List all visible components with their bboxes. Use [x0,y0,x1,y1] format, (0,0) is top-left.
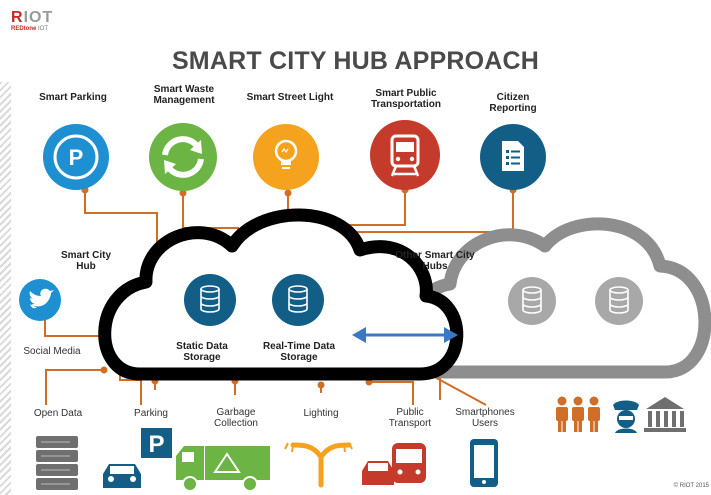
label-realtime-data-storage: Real-Time Data Storage [262,341,336,363]
label-citizen-reporting: Citizen Reporting [489,92,537,114]
label-smart-public-transportation: Smart Public Transportation [370,88,441,110]
vehicles-icon [362,443,426,485]
garbage-truck-icon [176,446,270,492]
copyright: © RIOT 2015 [673,483,709,489]
label-open-data: Open Data [33,408,83,419]
people-icon [556,396,600,432]
government-building-icon [644,397,686,432]
server-icon [36,436,78,490]
police-icon [613,400,639,433]
static-db-icon [184,274,236,326]
label-garbage-collection: Garbage Collection [214,407,258,429]
realtime-db-icon [272,274,324,326]
label-lighting: Lighting [303,408,339,419]
label-smart-waste: Smart Waste Management [153,84,215,106]
logo-main: RIOT [11,9,54,26]
double-arrow-icon [352,327,458,343]
riot-logo: RIOT REDtone IOT [11,10,53,33]
document-icon [480,124,546,190]
other-db-icon-2 [595,277,643,325]
label-smart-parking: Smart Parking [39,92,107,103]
light-bulb-icon [253,124,319,190]
decorative-stripe [0,82,11,495]
parking-car-icon: P [103,428,172,488]
label-smart-street-light: Smart Street Light [246,92,334,103]
parking-icon: P [43,124,109,190]
page-title: SMART CITY HUB APPROACH [171,47,540,75]
svg-text:P: P [148,431,164,458]
street-light-icon [284,442,353,488]
smartphone-icon [470,439,498,487]
label-parking: Parking [134,408,168,419]
logo-sub: REDtone IOT [11,26,48,32]
recycle-icon [149,123,217,191]
label-other-smart-city-hubs: Other Smart City Hubs [395,250,475,272]
label-public-transport: Public Transport [388,407,432,429]
label-social-media: Social Media [23,346,81,357]
svg-text:P: P [69,145,84,170]
other-db-icon-1 [508,277,556,325]
label-smart-city-hub: Smart City Hub [60,250,111,272]
label-smartphones-users: Smartphones Users [455,407,515,429]
twitter-icon [19,279,61,321]
label-static-data-storage: Static Data Storage [176,341,228,363]
train-icon [370,120,440,190]
